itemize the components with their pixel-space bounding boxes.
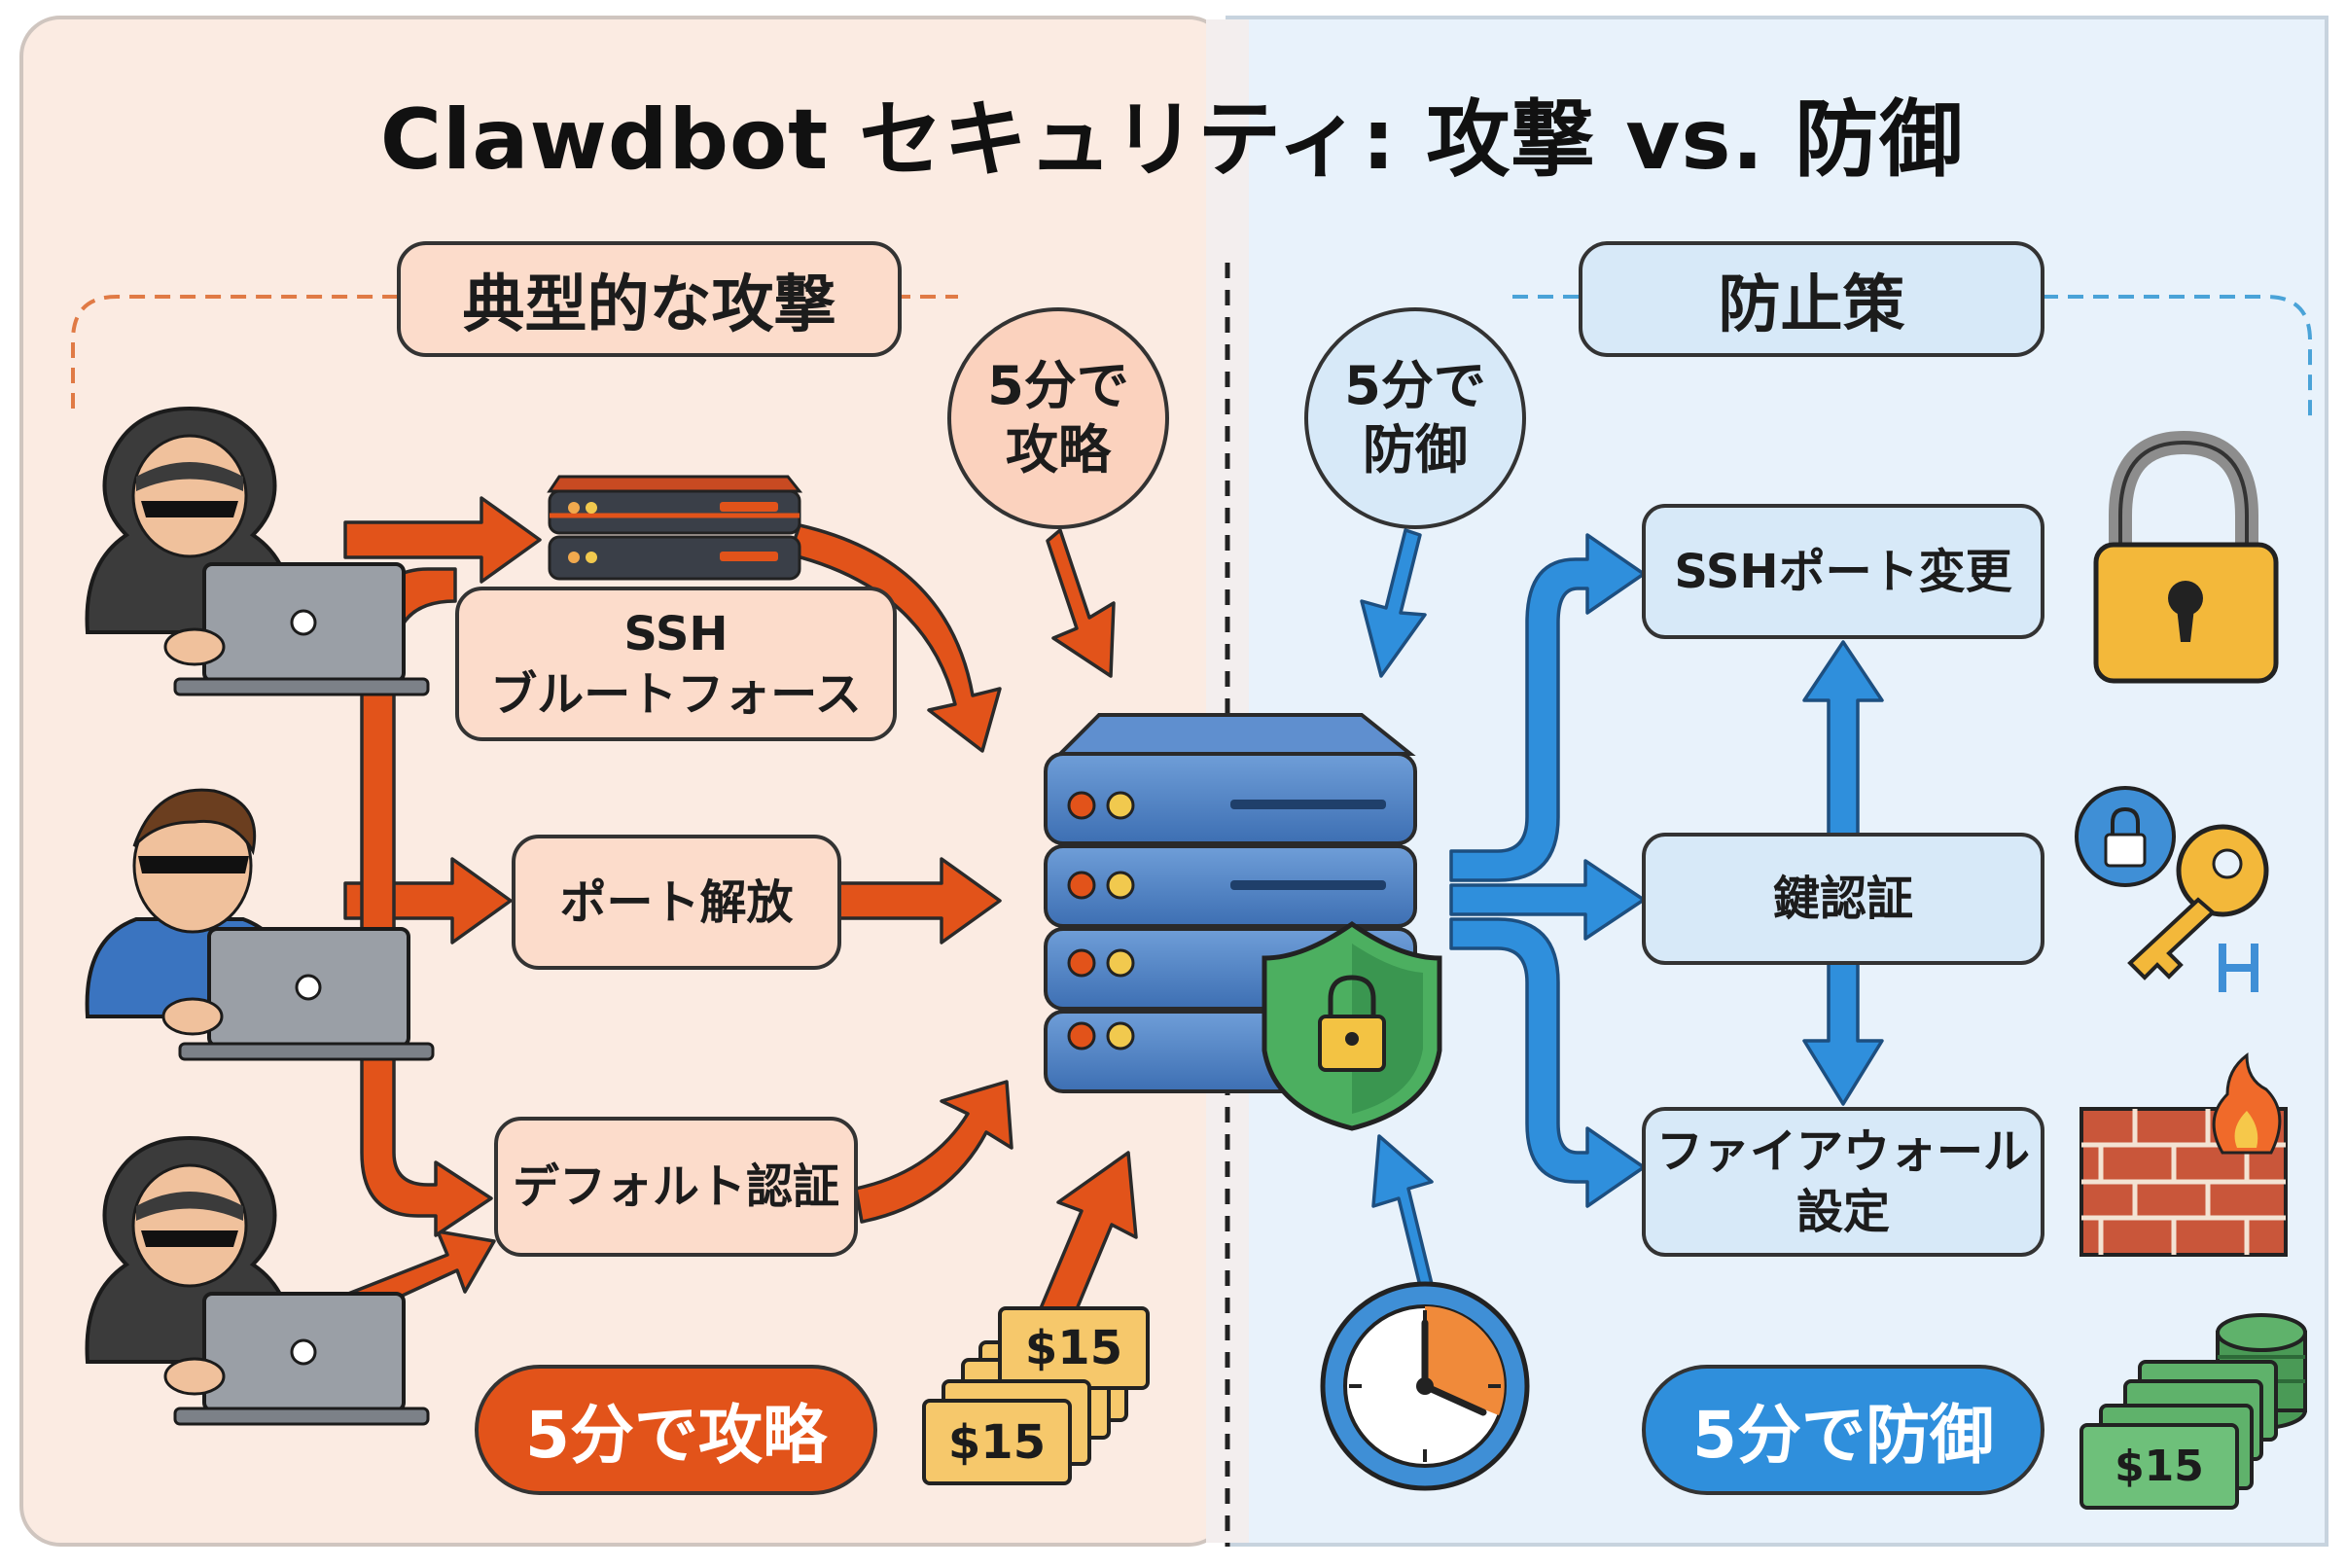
attack-speed-label: 5分で 攻略 [987,355,1129,481]
attack-item-ssh-bruteforce: SSH ブルートフォース [490,606,862,722]
attack-footer-pill [475,1365,877,1495]
attack-arrows [343,496,1138,1323]
defense-section-title-box [1579,241,2044,357]
attack-item-box-default-auth [494,1117,858,1257]
defense-item-box-ssh-port [1642,504,2044,639]
defense-arrows [1360,528,1884,1296]
stopwatch-icon [1320,1281,1530,1491]
attack-section-bracket [71,295,958,409]
attack-item-box-port [512,835,841,970]
defense-item-ssh-port-change: SSHポート変更 [1674,544,2012,599]
defense-section-title: 防止策 [1718,268,1905,341]
money-stack-icon [922,1306,1150,1485]
defense-cost-label: $15 [2115,1442,2204,1491]
page-title: Clawdbot セキュリティ: 攻撃 vs. 防御 [379,90,1965,189]
attack-item-default-auth: デフォルト認証 [512,1159,839,1214]
key-icon [2075,786,2269,992]
hooded-hacker-icon [85,406,430,696]
masked-hacker-icon [85,788,435,1061]
defense-item-key-auth: 鍵認証 [1772,872,1913,926]
defense-section-bracket [1512,295,2312,418]
defense-item-box-key-auth [1642,833,2044,965]
attack-speed-bubble [947,307,1169,529]
defense-item-box-firewall [1642,1107,2044,1257]
defense-footer-label: 5分で防御 [1692,1398,1994,1473]
attack-footer-label: 5分で攻略 [525,1398,827,1473]
defense-item-firewall: ファイアウォール 設定 [1655,1124,2030,1239]
attack-item-open-port: ポート解放 [559,874,794,930]
attack-section-title: 典型的な攻撃 [462,268,836,341]
hooded-hacker-icon [85,1135,430,1426]
attack-cost-label-bottom: $15 [947,1414,1047,1470]
cash-stack-icon [2079,1313,2307,1510]
padlock-icon [2093,430,2279,684]
defense-speed-label: 5分で 防御 [1344,355,1486,481]
server-rack-icon [547,475,803,581]
attack-section-title-box [397,241,902,357]
attack-item-box-ssh [455,587,897,741]
attack-cost-label-top: $15 [1024,1321,1123,1375]
shield-lock-icon [1262,920,1442,1131]
defense-speed-bubble [1304,307,1526,529]
defense-footer-pill [1642,1365,2044,1495]
firewall-icon [2079,1051,2288,1257]
